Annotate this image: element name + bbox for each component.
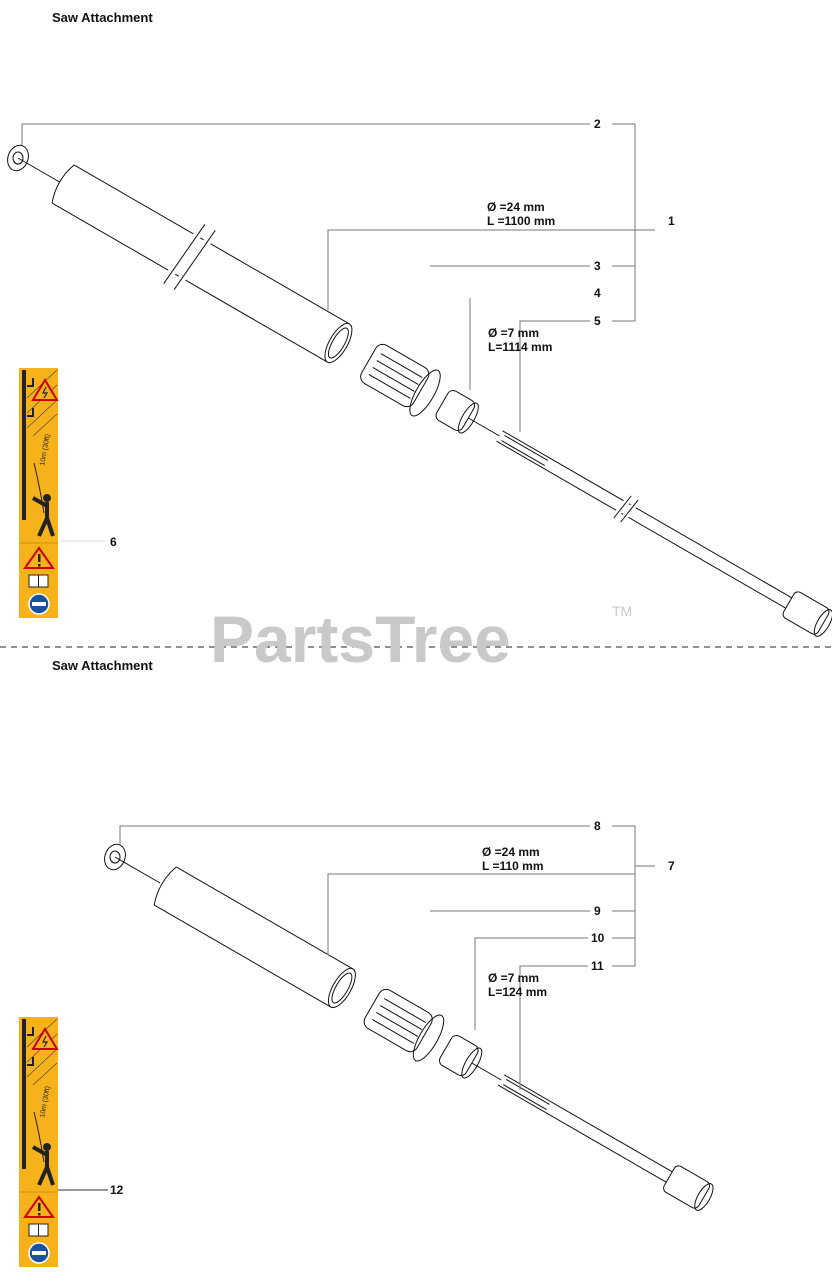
callout-10[interactable]: 10 [591,931,605,945]
callout-4[interactable]: 4 [594,286,601,300]
callout-5[interactable]: 5 [594,314,601,328]
callout-1[interactable]: 1 [668,214,675,228]
callout-8[interactable]: 8 [594,819,601,833]
callout-12[interactable]: 12 [110,1183,124,1197]
callout-9[interactable]: 9 [594,904,601,918]
shaft-length: L=1114 mm [488,340,553,354]
tube-assembly-top [17,157,832,637]
washer-part-8 [104,843,126,871]
callout-3[interactable]: 3 [594,259,601,273]
leader-lines-bottom [20,825,655,1191]
tube-diameter: Ø =24 mm [482,845,540,859]
shaft-dimensions-top: Ø =7 mm L=1114 mm [488,326,552,354]
tube-assembly-bottom [114,856,714,1211]
callout-7[interactable]: 7 [668,859,675,873]
tube-diameter: Ø =24 mm [487,200,545,214]
shaft-diameter: Ø =7 mm [488,971,540,985]
watermark-trademark: TM [612,603,633,619]
tube-length: L =1100 mm [487,214,556,228]
safety-decal-part-6 [17,366,60,620]
section-title-top: Saw Attachment [52,10,153,25]
safety-decal-part-12 [17,1015,60,1269]
callout-11[interactable]: 11 [591,959,604,973]
shaft-diameter: Ø =7 mm [488,326,540,340]
watermark: PartsTree [210,602,511,676]
tube-dimensions-top: Ø =24 mm L =1100 mm [487,200,555,228]
tube-dimensions-bottom: Ø =24 mm L =110 mm [482,845,544,873]
callout-6[interactable]: 6 [110,535,117,549]
section-title-bottom: Saw Attachment [52,658,153,673]
shaft-length: L=124 mm [488,985,548,999]
tube-length: L =110 mm [482,859,544,873]
callout-2[interactable]: 2 [594,117,601,131]
shaft-dimensions-bottom: Ø =7 mm L=124 mm [488,971,547,999]
washer-part-2 [7,144,29,172]
leader-lines-top [21,123,655,542]
